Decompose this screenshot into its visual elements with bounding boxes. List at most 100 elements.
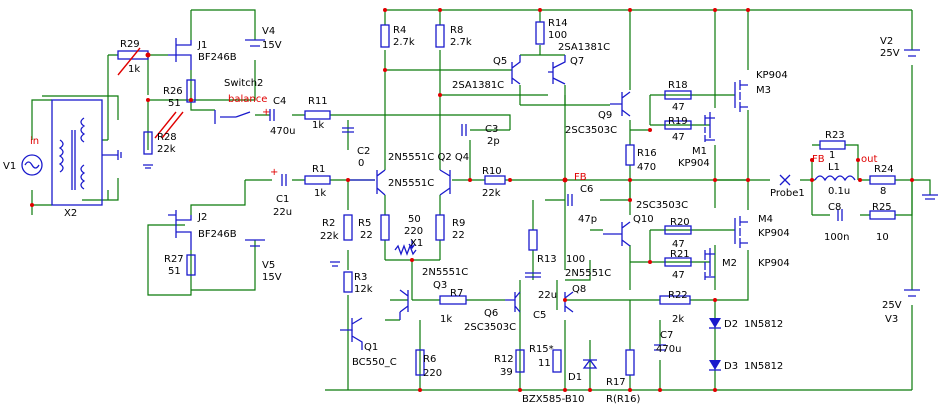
diode-d2	[709, 318, 721, 328]
battery-v5	[245, 239, 265, 247]
wires	[31, 9, 931, 391]
resistor-r22	[659, 295, 691, 305]
value-r15: 11	[538, 358, 551, 369]
capacitor-c4	[269, 109, 275, 121]
label-r22: R22	[668, 290, 688, 301]
value-c3: 2p	[487, 136, 500, 147]
capacitor-c2	[342, 127, 354, 133]
type-q5: 2SA1381C	[452, 80, 504, 91]
label-v3: V3	[885, 314, 898, 325]
jfet-j1	[168, 38, 192, 70]
label-r25: R25	[872, 202, 892, 213]
label-l1: L1	[828, 162, 840, 173]
resistor-r27	[186, 254, 196, 276]
transistor-q8	[564, 291, 574, 313]
label-r29: R29	[120, 39, 140, 50]
resistor-r20	[664, 225, 692, 235]
value-r1: 1k	[314, 188, 326, 199]
label-m1: M1	[692, 146, 707, 157]
label-d3: D3	[724, 361, 738, 372]
value-c4: 470u	[270, 126, 295, 137]
label-switch2: Switch2	[224, 78, 263, 89]
label-j2: J2	[197, 212, 207, 223]
label-r17: R17	[606, 377, 626, 388]
capacitor-c7	[654, 344, 666, 351]
label-r5: R5	[358, 218, 371, 229]
resistor-r23	[819, 140, 846, 150]
resistor-r21	[664, 257, 692, 267]
label-r18: R18	[668, 80, 688, 91]
label-v4: V4	[262, 26, 275, 37]
value-r10: 22k	[482, 188, 501, 199]
resistor-r17	[625, 349, 635, 376]
resistor-r8	[435, 24, 445, 48]
value-c8: 100n	[824, 232, 849, 243]
label-c1: C1	[276, 194, 289, 205]
value-r29: 1k	[128, 64, 140, 75]
value-r19: 47	[672, 132, 685, 143]
battery-v4	[245, 39, 265, 47]
label-r14: R14	[548, 18, 568, 29]
label-r8: R8	[450, 25, 463, 36]
value-r26: 51	[168, 98, 181, 109]
resistor-r7	[439, 295, 467, 305]
type-q2: 2N5551C	[388, 178, 434, 189]
label-c7: C7	[660, 330, 673, 341]
type-j1: BF246B	[198, 52, 237, 63]
label-out: out	[861, 154, 877, 165]
type-q7: 2SA1381C	[558, 42, 610, 53]
label-q8: Q8	[572, 284, 586, 295]
resistor-r9	[435, 214, 445, 241]
label-c6: C6	[580, 184, 593, 195]
probe1	[779, 174, 791, 186]
type-d3: 1N5812	[744, 361, 783, 372]
label-x2: X2	[64, 208, 77, 219]
voltage-source-v1	[21, 154, 43, 176]
label-probe1: Probe1	[770, 188, 805, 199]
value-r3: 12k	[354, 284, 373, 295]
resistor-r14	[535, 21, 545, 45]
label-c4: C4	[273, 96, 286, 107]
value-r14: 100	[548, 30, 567, 41]
components	[21, 21, 938, 376]
type-d2: 1N5812	[744, 319, 783, 330]
capacitor-c1	[281, 174, 287, 186]
label-r26: R26	[163, 86, 183, 97]
label-q7: Q7	[570, 56, 584, 67]
label-c2: C2	[357, 146, 370, 157]
label-q5: Q5	[493, 56, 507, 67]
label-j1: J1	[197, 40, 207, 51]
transistor-q3	[399, 289, 409, 320]
transistor-q2	[348, 169, 386, 196]
resistor-r16	[625, 144, 635, 166]
mosfet-m4	[734, 216, 748, 248]
value-r4: 2.7k	[393, 37, 415, 48]
label-c5: C5	[533, 310, 546, 321]
label-q10: Q10	[633, 214, 654, 225]
value-x1-a: 50	[408, 214, 421, 225]
value-r8: 2.7k	[450, 37, 472, 48]
type-m4: KP904	[758, 228, 790, 239]
type-d1: BZX585-B10	[522, 394, 585, 405]
label-r23: R23	[825, 130, 845, 141]
value-r9: 22	[452, 230, 465, 241]
mosfet-m1	[704, 112, 715, 142]
resistor-r18	[664, 90, 692, 100]
plus-c4: +	[262, 107, 270, 118]
transistor-q7	[548, 55, 566, 85]
label-r20: R20	[670, 217, 690, 228]
value-v4: 15V	[262, 40, 282, 51]
label-d2: D2	[724, 319, 738, 330]
value-r16: 470	[637, 162, 656, 173]
type-q6: 2SC3503C	[464, 322, 516, 333]
resistor-r25	[869, 210, 896, 220]
label-r21: R21	[670, 249, 690, 260]
resistor-r28	[143, 131, 153, 155]
label-c8: C8	[828, 202, 841, 213]
value-r12: 39	[500, 367, 513, 378]
resistor-r5	[380, 214, 390, 241]
label-r13: R13	[537, 254, 557, 265]
switch2[interactable]	[214, 110, 251, 124]
value-r22: 2k	[672, 314, 684, 325]
resistor-r24	[869, 175, 896, 185]
